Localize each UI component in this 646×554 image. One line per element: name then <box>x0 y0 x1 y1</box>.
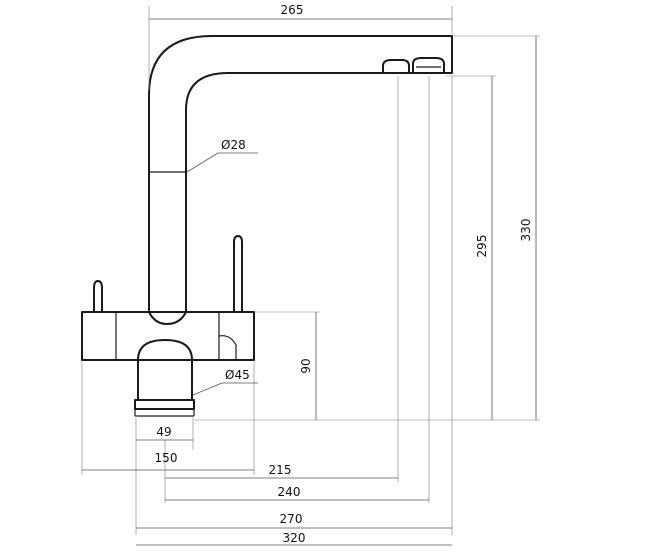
spout <box>148 35 453 313</box>
dimension-labels: 265 Ø28 Ø45 49 150 215 240 270 320 90 29… <box>155 3 533 545</box>
label-outlet-2-reach: 240 <box>278 485 301 499</box>
right-handle <box>233 235 243 313</box>
faucet-outline <box>81 35 453 417</box>
label-tube-diameter: Ø28 <box>221 138 246 152</box>
label-handle-span: 150 <box>155 451 178 465</box>
left-handle <box>93 280 103 313</box>
base-ring <box>134 399 195 410</box>
label-overall-width: 320 <box>283 531 306 545</box>
label-base-diameter: Ø45 <box>225 368 250 382</box>
label-spout-reach: 265 <box>281 3 304 17</box>
faucet-neck <box>137 339 193 401</box>
spout-collar <box>148 311 187 325</box>
label-outlet-height: 295 <box>475 235 489 258</box>
faucet-body <box>81 311 255 361</box>
body-right-notch <box>218 335 237 360</box>
label-base-width: 49 <box>156 425 171 439</box>
label-outlet-1-reach: 215 <box>269 463 292 477</box>
label-outlet-3-reach: 270 <box>280 512 303 526</box>
label-overall-height: 330 <box>519 219 533 242</box>
outlet-nozzle-right <box>412 57 445 74</box>
label-body-height: 90 <box>299 358 313 373</box>
leader-lines <box>186 152 258 396</box>
dimension-lines <box>82 18 537 546</box>
extension-lines <box>81 6 540 535</box>
outlet-nozzle-left <box>382 59 410 74</box>
